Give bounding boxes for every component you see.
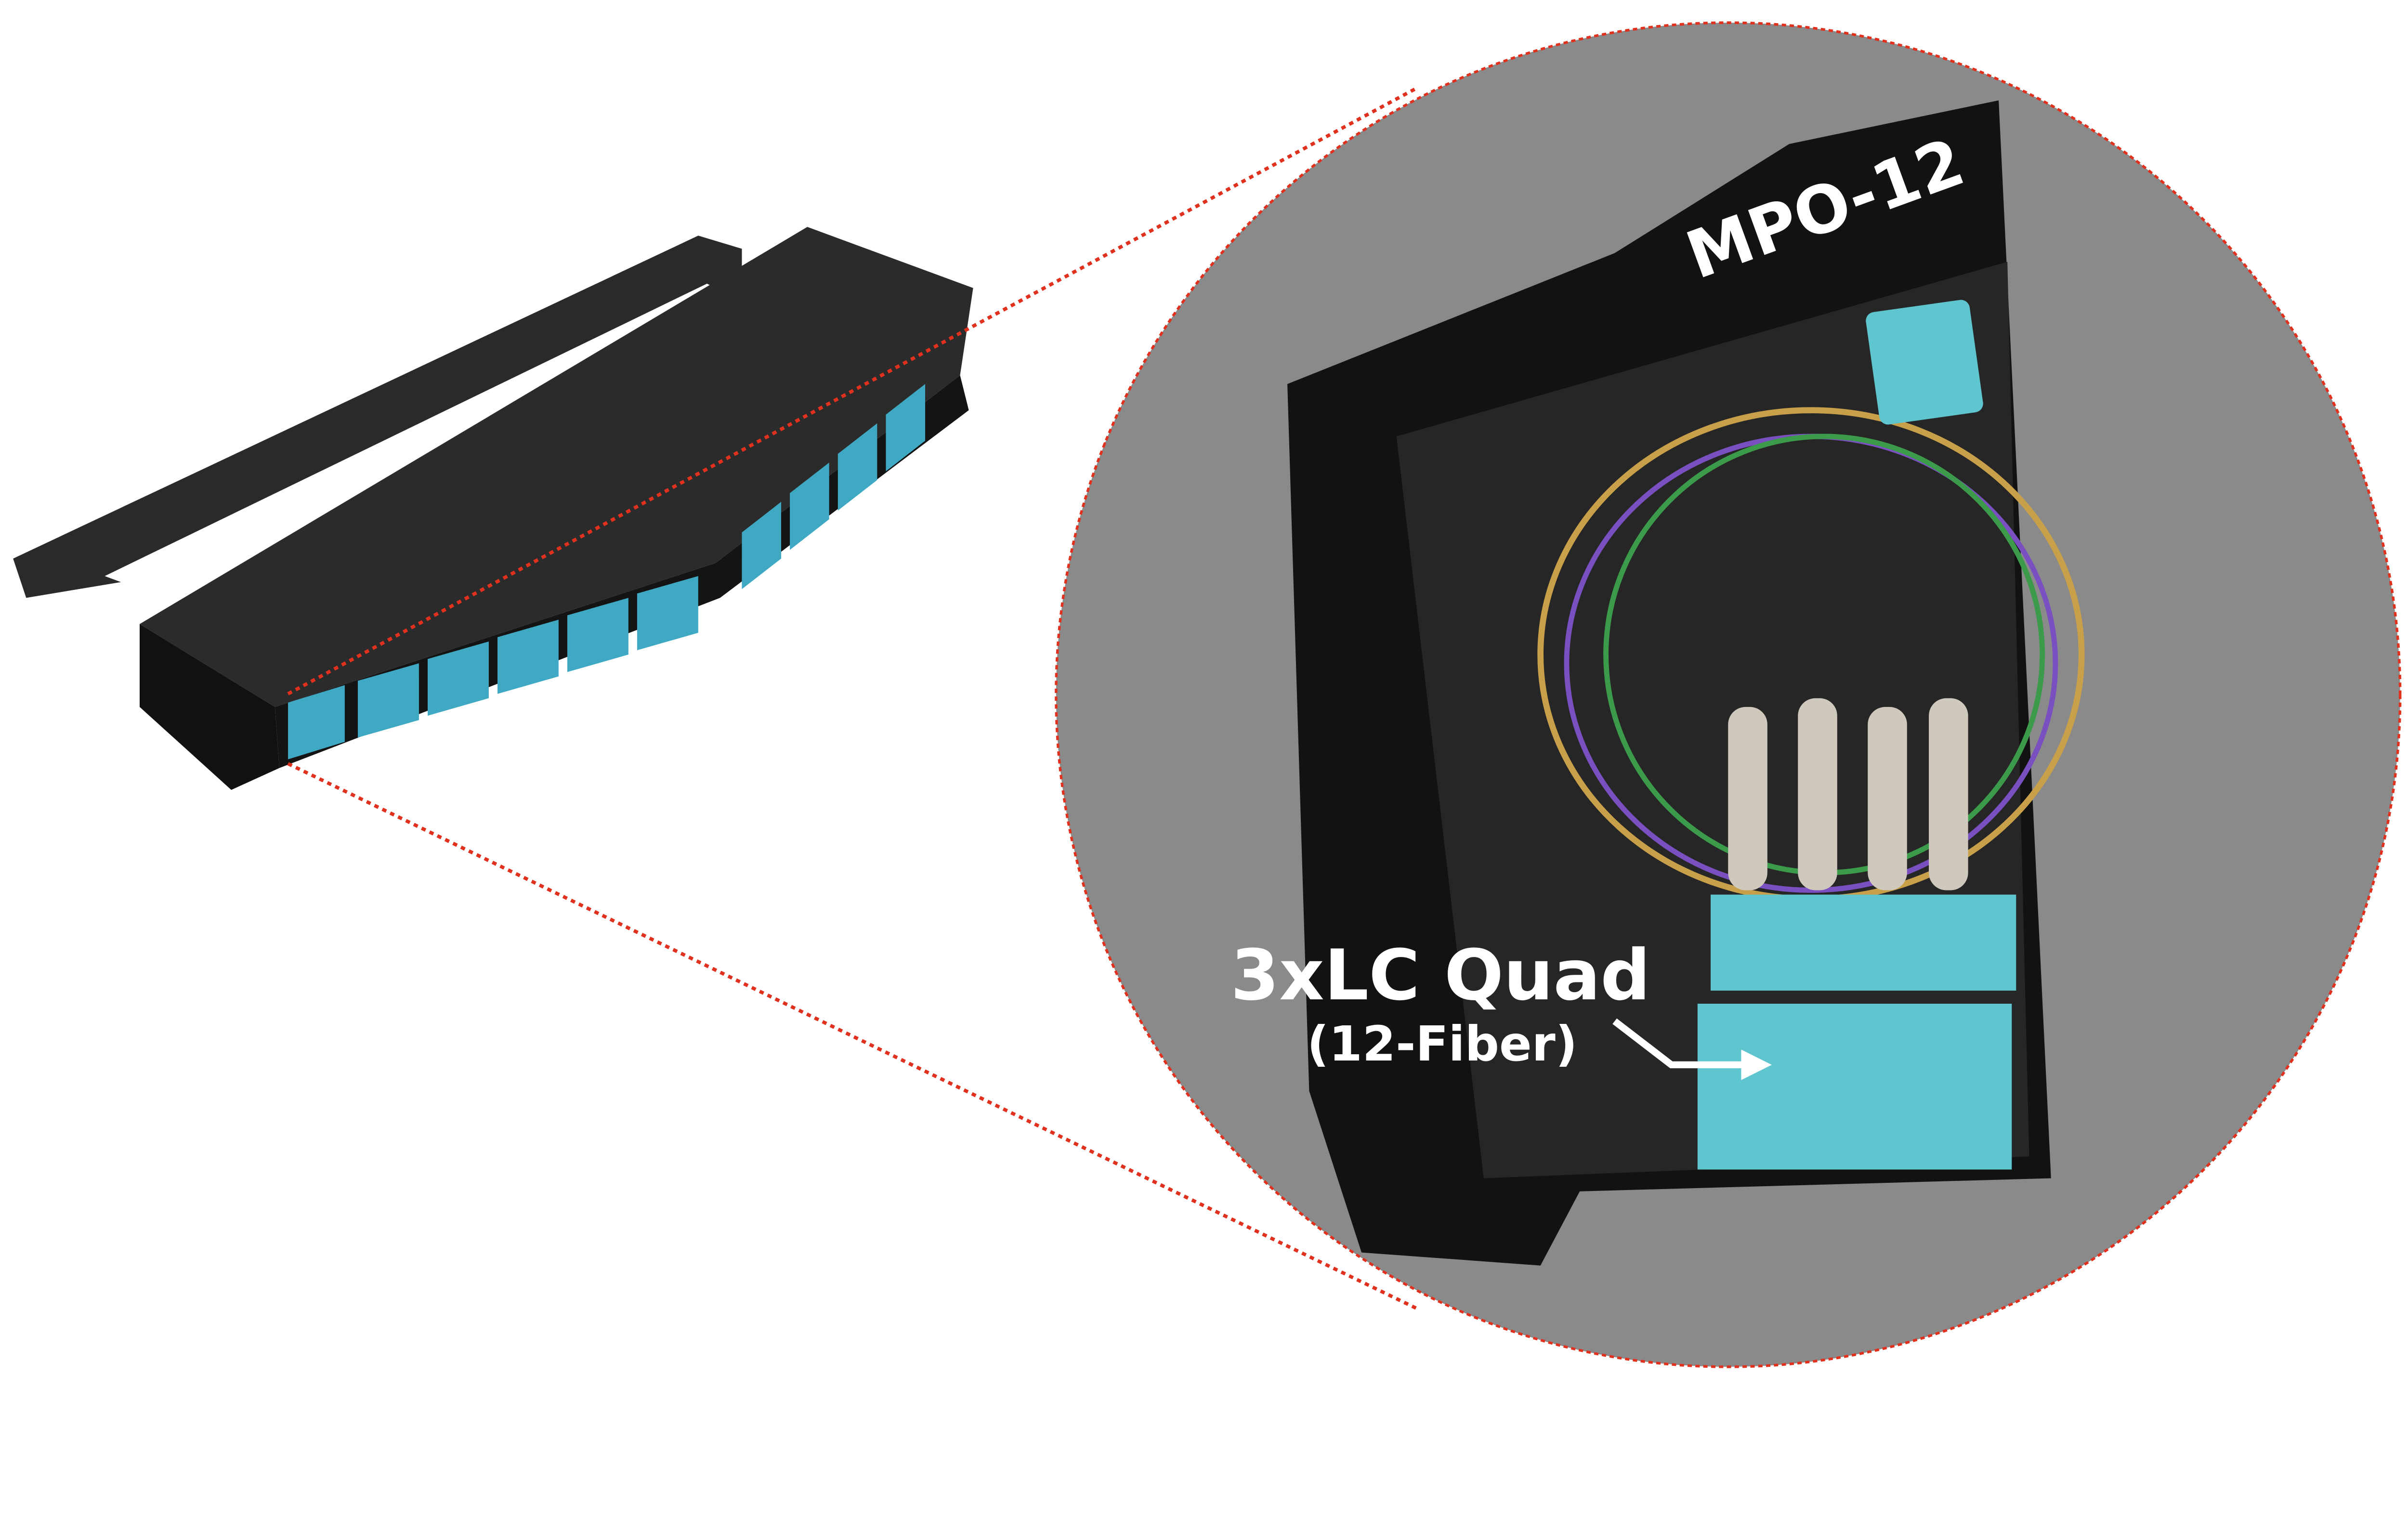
lc-quad-adapter-lower <box>1697 1004 2012 1170</box>
left-ear <box>139 624 279 790</box>
lc-adapter <box>637 576 698 651</box>
tray-slot <box>105 283 725 589</box>
lc-adapter <box>567 598 628 672</box>
lc-adapter <box>497 619 559 694</box>
product-illustration: MPO-12 3xLC Quad (12-Fiber) <box>13 21 2402 1368</box>
arrow-shaft <box>1612 1018 1750 1069</box>
lc-adapter <box>428 641 489 716</box>
lc-connectors <box>1728 698 1968 890</box>
arrow-icon <box>1612 1018 1772 1080</box>
lc-adapter <box>742 502 781 589</box>
mpo-connector <box>1866 300 1983 425</box>
patch-panel <box>13 227 973 790</box>
lc-adapter <box>358 663 419 738</box>
leader-lines <box>287 86 1419 1311</box>
panel-top <box>139 227 973 707</box>
lc-connector <box>1798 698 1837 890</box>
arrow-head <box>1741 1049 1772 1080</box>
enclosure-closeup <box>1287 100 2085 1266</box>
lc-connector <box>1728 707 1767 890</box>
lc-quad-adapter-upper <box>1711 894 2016 991</box>
lc-adapter <box>886 384 925 471</box>
lc-connector <box>1868 707 1907 890</box>
lc-adapter <box>838 423 877 511</box>
leader-line-top <box>287 86 1419 695</box>
rear-tray <box>13 236 742 598</box>
lc-quad-subtitle: (12-Fiber) <box>1307 1016 1577 1072</box>
lc-adapter <box>288 685 345 759</box>
lc-adapter <box>790 462 829 550</box>
lc-connector <box>1929 698 1968 890</box>
lc-quad-title: 3xLC Quad <box>1230 935 1650 1016</box>
lc-adapter-row <box>288 384 925 759</box>
